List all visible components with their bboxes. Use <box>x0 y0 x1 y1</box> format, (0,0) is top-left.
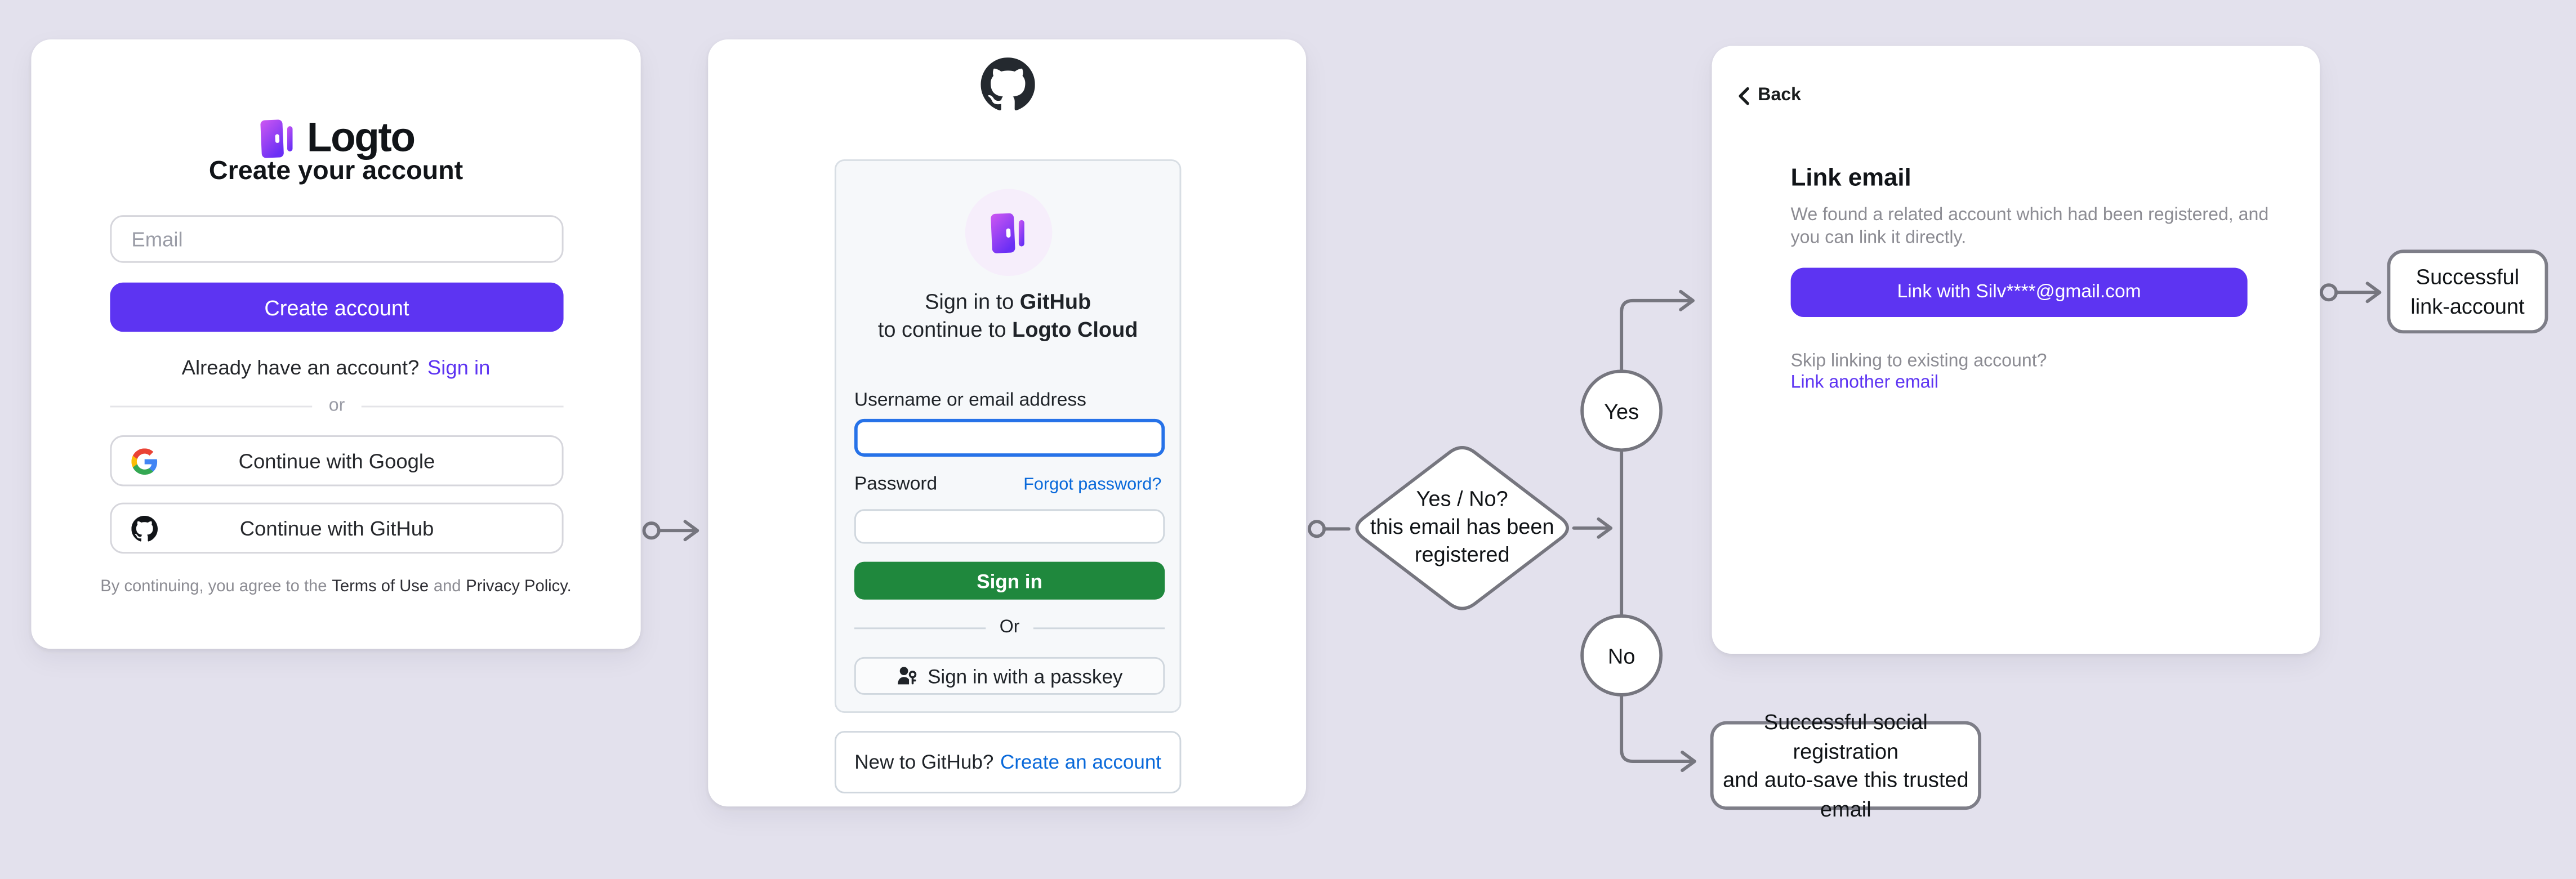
github-sign-in-button[interactable]: Sign in <box>854 561 1165 600</box>
github-octocat-icon <box>708 57 1306 111</box>
no-node-label: No <box>1607 643 1635 668</box>
passkey-button-label: Sign in with a passkey <box>928 664 1123 688</box>
username-label: Username or email address <box>854 391 1086 411</box>
back-button-label: Back <box>1758 85 1802 105</box>
terms-of-use-link[interactable]: Terms of Use <box>332 578 429 596</box>
success-link-account-box: Successful link-account <box>2387 249 2548 334</box>
terms-notice: By continuing, you agree to the Terms of… <box>31 578 640 596</box>
heading-line2-bold: Logto Cloud <box>1012 317 1138 342</box>
logto-app-badge <box>964 189 1051 276</box>
logto-door-icon <box>260 119 292 158</box>
signup-title: Create your account <box>208 158 463 186</box>
heading-line1-text: Sign in to <box>925 289 1014 314</box>
divider-line <box>1032 626 1165 628</box>
continue-with-github-button[interactable]: Continue with GitHub <box>110 502 564 554</box>
decision-node-label: Yes / No? this email has been registered <box>1352 485 1572 569</box>
new-to-github-text: New to GitHub? <box>854 751 994 774</box>
link-another-email-link[interactable]: Link another email <box>1790 373 1938 393</box>
oauth-heading: Sign in to GitHub to continue to Logto C… <box>836 287 1180 343</box>
link-email-title: Link email <box>1790 164 1911 193</box>
link-email-description: We found a related account which had bee… <box>1790 205 2269 249</box>
divider-line <box>361 405 564 407</box>
connector-start-dot <box>642 521 661 540</box>
arrowhead-icon <box>1679 289 1695 311</box>
privacy-policy-link[interactable]: Privacy Policy. <box>466 578 572 596</box>
github-signin-panel: Sign in to GitHub to continue to Logto C… <box>708 39 1307 807</box>
have-account-row: Already have an account? Sign in <box>31 356 640 380</box>
logto-door-icon <box>991 212 1024 253</box>
logto-logo: Logto <box>31 115 640 163</box>
heading-line1-bold: GitHub <box>1019 289 1091 314</box>
divider-line <box>110 405 313 407</box>
password-input[interactable] <box>854 509 1165 544</box>
connector-start-dot <box>2319 283 2338 302</box>
back-button[interactable]: Back <box>1738 86 1801 105</box>
have-account-text: Already have an account? <box>181 356 420 380</box>
brand-wordmark: Logto <box>306 115 416 161</box>
decision-line: registered <box>1414 542 1510 567</box>
create-account-button[interactable]: Create account <box>110 282 564 332</box>
chevron-left-icon <box>1739 86 1749 104</box>
arrowhead-icon <box>1681 751 1696 773</box>
heading-line2-text: to continue to <box>877 317 1006 342</box>
passkey-icon <box>897 667 916 685</box>
divider-label: Or <box>999 617 1020 637</box>
decision-line: this email has been <box>1370 514 1554 539</box>
link-with-email-button[interactable]: Link with Silv****@gmail.com <box>1790 267 2248 318</box>
skip-linking-text: Skip linking to existing account? <box>1790 351 2047 372</box>
arrowhead-icon <box>2365 282 2382 304</box>
arrowhead-icon <box>683 520 699 542</box>
continue-with-google-button[interactable]: Continue with Google <box>110 435 564 487</box>
terms-prefix: By continuing, you agree to the <box>100 578 327 596</box>
success-social-registration-box: Successful social registration and auto-… <box>1710 710 1982 820</box>
create-an-account-link[interactable]: Create an account <box>1000 751 1162 774</box>
connector-start-dot <box>1308 520 1326 538</box>
success-social-line: Successful social registration <box>1763 710 1928 763</box>
email-field[interactable] <box>110 215 564 263</box>
github-icon <box>131 515 158 542</box>
or-divider: or <box>110 394 564 417</box>
terms-conjunction: and <box>433 578 461 596</box>
sign-in-link[interactable]: Sign in <box>427 356 491 380</box>
or-divider: Or <box>854 616 1165 639</box>
google-icon <box>131 447 158 474</box>
divider-line <box>854 626 987 628</box>
logto-signup-panel: Logto Create your account Create account… <box>31 39 641 649</box>
link-email-panel: Back Link email We found a related accou… <box>1712 46 2320 654</box>
decision-line: Yes / No? <box>1416 486 1508 511</box>
google-button-label: Continue with Google <box>238 449 435 472</box>
divider-label: or <box>328 396 345 416</box>
new-to-github-box: New to GitHub? Create an account <box>834 731 1182 793</box>
github-button-label: Continue with GitHub <box>239 516 434 540</box>
passkey-sign-in-button[interactable]: Sign in with a passkey <box>854 657 1165 695</box>
success-social-line: and auto-save this trusted email <box>1723 767 1969 821</box>
forgot-password-link[interactable]: Forgot password? <box>1023 475 1162 495</box>
yes-node-label: Yes <box>1604 398 1639 423</box>
arrowhead-icon <box>1597 517 1613 539</box>
github-oauth-card: Sign in to GitHub to continue to Logto C… <box>834 159 1182 713</box>
password-label: Password <box>854 475 938 495</box>
username-input[interactable] <box>854 418 1165 457</box>
